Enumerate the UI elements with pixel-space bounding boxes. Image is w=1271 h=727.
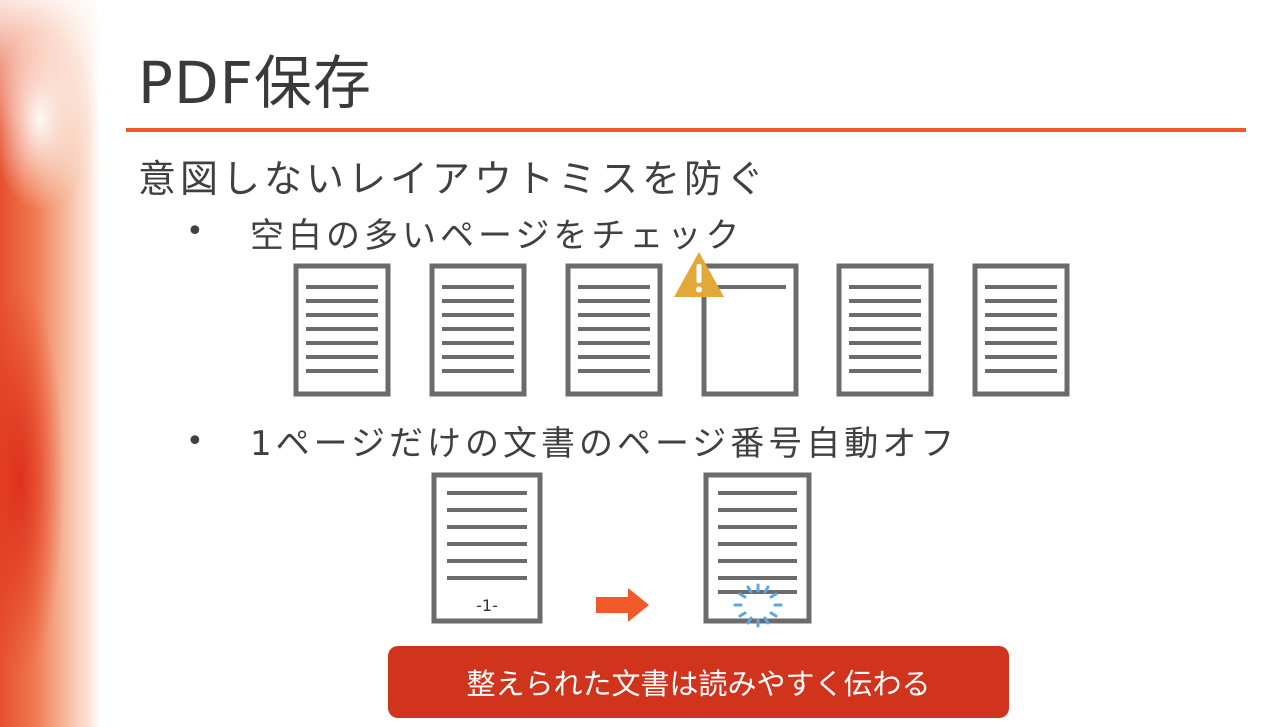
slide-title: PDF保存 bbox=[138, 49, 372, 117]
title-divider bbox=[126, 128, 1246, 132]
page-icon-5 bbox=[836, 263, 934, 397]
page-icon-1 bbox=[293, 263, 391, 397]
right-arrow-icon bbox=[596, 588, 649, 622]
bullet-text-page-number-off: 1ページだけの文書のページ番号自動オフ bbox=[250, 424, 959, 464]
page-icon-3 bbox=[565, 263, 663, 397]
bullet-marker: • bbox=[186, 424, 204, 459]
page-number-label: -1- bbox=[476, 596, 498, 615]
page-with-number-icon bbox=[431, 472, 543, 624]
page-without-number-icon bbox=[703, 472, 812, 624]
lead-text: 意図しないレイアウトミスを防ぐ bbox=[138, 157, 769, 201]
blank-page-icon bbox=[701, 263, 799, 397]
bullet-text-blank-pages: 空白の多いページをチェック bbox=[250, 216, 744, 256]
summary-banner: 整えられた文書は読みやすく伝わる bbox=[388, 646, 1009, 718]
page-icon-2 bbox=[429, 263, 527, 397]
dashed-circle-icon bbox=[733, 583, 783, 628]
decorative-side-art bbox=[0, 0, 100, 727]
page-icon-6 bbox=[972, 263, 1070, 397]
bullet-marker: • bbox=[186, 214, 204, 249]
warning-icon bbox=[674, 252, 724, 297]
